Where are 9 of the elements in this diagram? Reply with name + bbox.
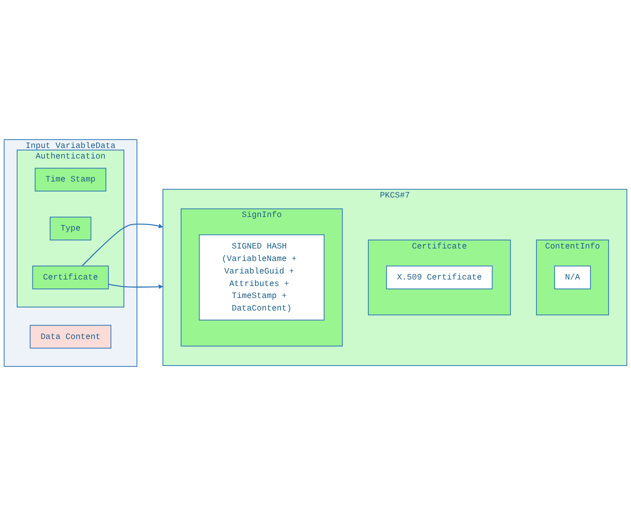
node-box: Time Stamp: [34, 168, 106, 192]
node-box: Data Content: [30, 324, 112, 349]
arrow: [108, 284, 164, 289]
arrow: [82, 224, 164, 266]
node-box: N/A: [554, 266, 591, 290]
node-box: Certificate: [32, 266, 109, 290]
node-box: Type: [50, 216, 92, 240]
node-box: X.509 Certificate: [386, 266, 493, 290]
node-box: SIGNED HASH (VariableName + VariableGuid + Attributes + TimeStamp + DataContent): [198, 234, 325, 320]
